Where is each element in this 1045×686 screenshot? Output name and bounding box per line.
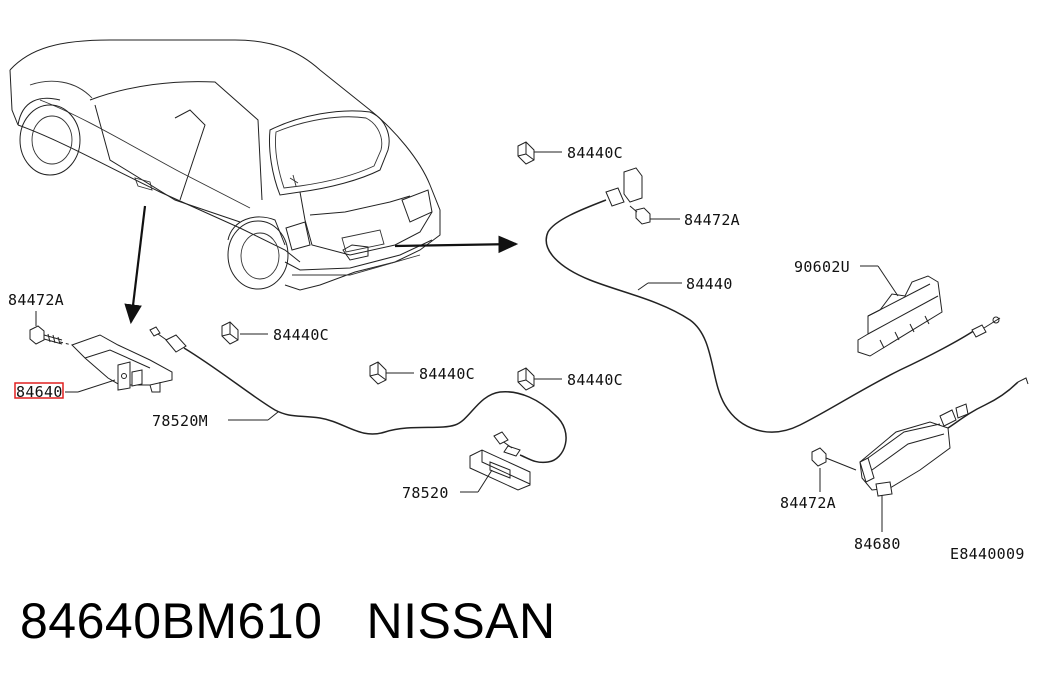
callout-78520: 78520 — [402, 484, 449, 502]
part-caption: 84640BM610 NISSAN — [20, 592, 556, 650]
clip-84440c-d — [517, 141, 535, 165]
callout-90602u: 90602U — [794, 258, 850, 276]
callout-84472a-left: 84472A — [8, 291, 64, 309]
actuator-84680 — [859, 377, 1029, 497]
callout-84472a-right-bottom: 84472A — [780, 494, 836, 512]
callout-84440c-b: 84440C — [419, 365, 475, 383]
callout-84440: 84440 — [686, 275, 733, 293]
switch-90602u — [857, 275, 943, 357]
callout-84640: 84640 — [16, 383, 63, 401]
callout-84680: 84680 — [854, 535, 901, 553]
bolt-84472a-right-top — [629, 205, 651, 225]
callout-84440c-d: 84440C — [567, 144, 623, 162]
car-illustration — [9, 39, 441, 291]
callout-84472a-right-top: 84472A — [684, 211, 740, 229]
callout-84440c-a: 84440C — [273, 326, 329, 344]
bolt-84472a-left — [29, 325, 63, 345]
diagram-code: E8440009 — [950, 545, 1025, 563]
clip-84440c-c — [517, 367, 535, 391]
highlight-box — [14, 382, 64, 399]
clip-84440c-a — [221, 321, 239, 345]
cable-84440 — [545, 167, 1001, 433]
arrow-down — [124, 205, 147, 325]
cable-78520m — [149, 326, 567, 464]
callout-78520m: 78520M — [152, 412, 208, 430]
bolt-84472a-right-bottom — [811, 447, 857, 492]
part-number: 84640BM610 — [20, 593, 323, 649]
brand-name: NISSAN — [366, 593, 556, 649]
lever-bracket-84640 — [71, 334, 173, 393]
callout-84440c-c: 84440C — [567, 371, 623, 389]
leader-lines — [65, 151, 899, 532]
handle-78520 — [469, 431, 531, 491]
arrow-right — [394, 235, 519, 254]
clip-84440c-b — [369, 361, 387, 385]
